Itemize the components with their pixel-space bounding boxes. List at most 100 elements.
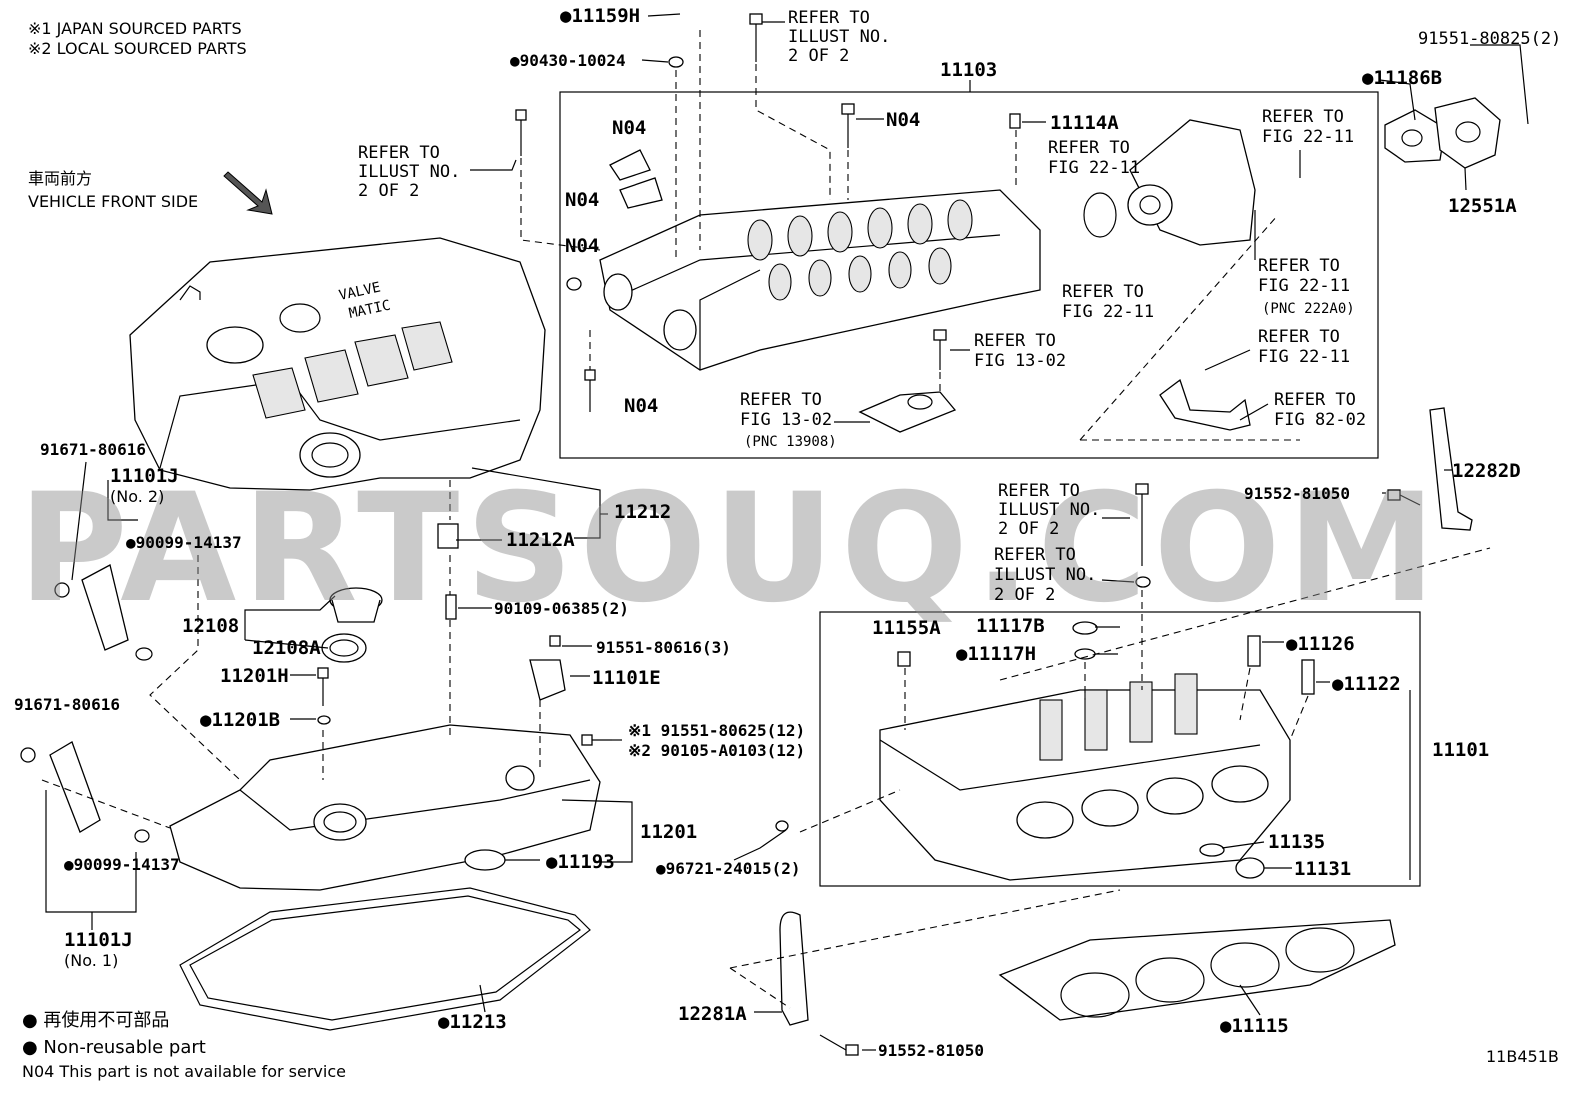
label-11126[interactable]: ●11126 [1286, 633, 1355, 655]
refer-fig-1302-b-3[interactable]: (PNC 13908) [744, 434, 837, 450]
label-91552-81050-a[interactable]: 91552-81050 [1244, 484, 1350, 503]
bolt-icon [584, 369, 596, 412]
label-11117H[interactable]: ●11117H [956, 643, 1036, 665]
label-11115[interactable]: ●11115 [1220, 1015, 1289, 1037]
washer-icon [668, 56, 684, 68]
refer-fig-1302-a-1[interactable]: REFER TO [974, 331, 1056, 351]
label-91551-80625[interactable]: ※1 91551-80625(12) [628, 721, 805, 740]
refer-fig-2211-e-2[interactable]: FIG 22-11 [1258, 347, 1350, 367]
label-11212A[interactable]: 11212A [506, 529, 575, 551]
oil-control-valve-no1 [20, 741, 150, 843]
refer-illust-mid1-2[interactable]: ILLUST NO. [998, 500, 1100, 520]
refer-illust-mid1-1[interactable]: REFER TO [998, 481, 1080, 501]
refer-fig-8202-2[interactable]: FIG 82-02 [1274, 410, 1366, 430]
refer-fig-2211-d-2[interactable]: FIG 22-11 [1258, 276, 1350, 296]
label-90430-10024[interactable]: ●90430-10024 [510, 51, 626, 70]
refer-fig-2211-e-1[interactable]: REFER TO [1258, 327, 1340, 347]
bolt-icon [515, 109, 527, 156]
label-11131[interactable]: 11131 [1294, 858, 1351, 880]
label-11213[interactable]: ●11213 [438, 1011, 507, 1033]
label-11193[interactable]: ●11193 [546, 851, 615, 873]
cylinder-head-group-box [819, 611, 1421, 887]
refer-illust-top-1[interactable]: REFER TO [788, 8, 870, 28]
seal-ring-icon [775, 621, 1315, 879]
label-91552-81050-b[interactable]: 91552-81050 [878, 1041, 984, 1060]
label-12551A[interactable]: 12551A [1448, 195, 1517, 217]
bearing-cap-icon [566, 149, 663, 291]
refer-illust-left-3[interactable]: 2 OF 2 [358, 181, 419, 201]
label-11101J-no2-sub: (No. 2) [110, 487, 164, 506]
plug-seal-icon [464, 849, 506, 871]
refer-illust-mid1-3[interactable]: 2 OF 2 [998, 519, 1059, 539]
legend-nonreusable-jp: ● 再使用不可部品 [22, 1010, 169, 1031]
vehicle-front-jp: 車両前方 [28, 169, 92, 188]
label-12281A[interactable]: 12281A [678, 1003, 747, 1025]
label-91671-80616-b[interactable]: 91671-80616 [14, 695, 120, 714]
label-91551-80616[interactable]: 91551-80616(3) [596, 638, 731, 657]
refer-illust-mid2-3[interactable]: 2 OF 2 [994, 585, 1055, 605]
label-11103[interactable]: 11103 [940, 59, 997, 81]
cylinder-head [879, 673, 1291, 881]
label-11159H[interactable]: ●11159H [560, 5, 640, 27]
refer-fig-2211-d-1[interactable]: REFER TO [1258, 256, 1340, 276]
vehicle-front-en: VEHICLE FRONT SIDE [28, 192, 198, 211]
label-11186B[interactable]: ●11186B [1362, 67, 1442, 89]
refer-fig-1302-b-1[interactable]: REFER TO [740, 390, 822, 410]
refer-illust-top-3[interactable]: 2 OF 2 [788, 46, 849, 66]
label-11101[interactable]: 11101 [1432, 739, 1489, 761]
label-11135[interactable]: 11135 [1268, 831, 1325, 853]
label-n04-lower-bolt[interactable]: N04 [624, 395, 658, 417]
refer-fig-2211-b-2[interactable]: FIG 22-11 [1262, 127, 1354, 147]
label-12282D[interactable]: 12282D [1452, 460, 1521, 482]
label-12108[interactable]: 12108 [182, 615, 239, 637]
label-96721-24015[interactable]: ●96721-24015(2) [656, 859, 801, 878]
refer-fig-2211-c-2[interactable]: FIG 22-11 [1062, 302, 1154, 322]
label-n04-bearing[interactable]: N04 [565, 189, 599, 211]
refer-illust-left-2[interactable]: ILLUST NO. [358, 162, 460, 182]
engine-hanger-front [779, 911, 809, 1026]
label-91551-80825[interactable]: 91551-80825(2) [1418, 29, 1561, 49]
refer-illust-left-1[interactable]: REFER TO [358, 143, 440, 163]
label-11155A[interactable]: 11155A [872, 617, 941, 639]
refer-fig-8202-1[interactable]: REFER TO [1274, 390, 1356, 410]
refer-illust-top-2[interactable]: ILLUST NO. [788, 27, 890, 47]
refer-fig-2211-d-3[interactable]: (PNC 222A0) [1262, 301, 1355, 317]
label-11212[interactable]: 11212 [614, 501, 671, 523]
valve-lifter-towers [1039, 673, 1198, 761]
legend-nonreusable-en: ● Non-reusable part [22, 1037, 206, 1058]
label-11201B[interactable]: ●11201B [200, 709, 280, 731]
label-12108A[interactable]: 12108A [252, 637, 321, 659]
label-11117B[interactable]: 11117B [976, 615, 1045, 637]
label-n04-cap[interactable]: N04 [612, 117, 646, 139]
label-11101J-no1[interactable]: 11101J [64, 929, 133, 951]
camshaft-housing [599, 189, 1041, 371]
cam-position-sensor [529, 635, 566, 701]
guide-lines [41, 30, 1491, 1009]
refer-illust-mid2-1[interactable]: REFER TO [994, 545, 1076, 565]
refer-fig-1302-b-2[interactable]: FIG 13-02 [740, 410, 832, 430]
label-11114A[interactable]: 11114A [1050, 112, 1119, 134]
label-11122[interactable]: ●11122 [1332, 673, 1401, 695]
label-90105-A0103[interactable]: ※2 90105-A0103(12) [628, 741, 805, 760]
label-91671-80616-a[interactable]: 91671-80616 [40, 440, 146, 459]
camshaft-group-box [559, 91, 1379, 459]
stud-bolt-icon [437, 523, 459, 620]
refer-fig-2211-a-2[interactable]: FIG 22-11 [1048, 158, 1140, 178]
refer-fig-2211-c-1[interactable]: REFER TO [1062, 282, 1144, 302]
refer-fig-2211-a-1[interactable]: REFER TO [1048, 138, 1130, 158]
illustration-code: 11B451B [1486, 1047, 1559, 1066]
refer-fig-1302-a-2[interactable]: FIG 13-02 [974, 351, 1066, 371]
label-11101E[interactable]: 11101E [592, 667, 661, 689]
refer-illust-mid2-2[interactable]: ILLUST NO. [994, 565, 1096, 585]
label-90099-14137-a[interactable]: ●90099-14137 [126, 533, 242, 552]
label-11101J-no2[interactable]: 11101J [110, 465, 179, 487]
label-n04-bolt[interactable]: N04 [886, 109, 920, 131]
label-90099-14137-b[interactable]: ●90099-14137 [64, 855, 180, 874]
label-11201[interactable]: 11201 [640, 821, 697, 843]
label-90109-06385[interactable]: 90109-06385(2) [494, 599, 629, 618]
refer-fig-2211-b-1[interactable]: REFER TO [1262, 107, 1344, 127]
oil-filler-cap [321, 587, 383, 663]
label-11201H[interactable]: 11201H [220, 665, 289, 687]
label-n04-pin[interactable]: N04 [565, 235, 599, 257]
engine-cover: VALVE MATIC [129, 237, 546, 491]
